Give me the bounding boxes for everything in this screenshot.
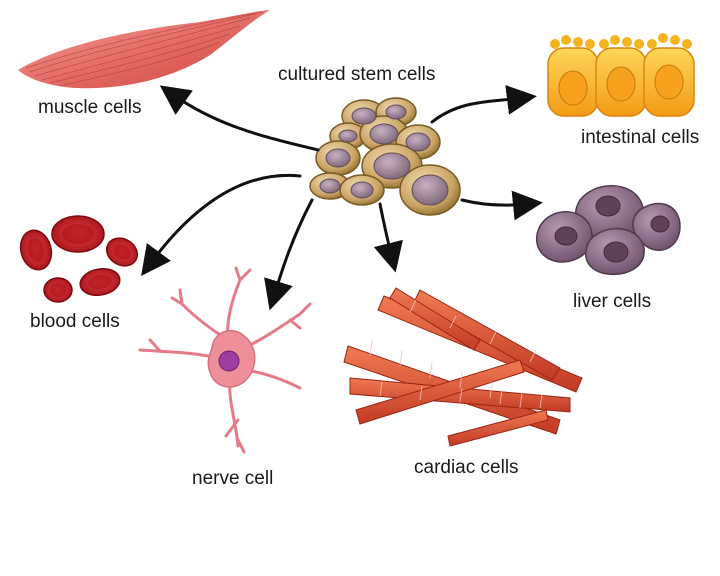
stem-cells-illustration <box>309 97 461 216</box>
arrow-to-intestinal <box>430 84 537 124</box>
intestinal-cells-illustration <box>547 33 695 117</box>
arrow-to-nerve <box>264 198 314 311</box>
label-nerve-cell: nerve cell <box>192 468 274 489</box>
arrow-to-muscle <box>159 85 320 152</box>
blood-cells-illustration <box>19 215 139 303</box>
arrow-to-liver <box>460 190 543 221</box>
arrow-to-blood <box>141 173 302 277</box>
label-intestinal-cells: intestinal cells <box>581 127 700 148</box>
label-cardiac-cells: cardiac cells <box>414 457 519 478</box>
arrows <box>141 84 543 311</box>
label-muscle-cells: muscle cells <box>38 97 142 118</box>
cardiac-cells-illustration <box>343 287 583 447</box>
label-liver-cells: liver cells <box>573 291 652 312</box>
nerve-cell-illustration <box>138 266 312 454</box>
liver-cells-illustration <box>535 185 681 276</box>
label-stem-cells: cultured stem cells <box>278 64 436 85</box>
label-blood-cells: blood cells <box>30 311 120 332</box>
arrow-to-cardiac <box>373 202 403 273</box>
muscle-cells-illustration <box>18 10 270 89</box>
